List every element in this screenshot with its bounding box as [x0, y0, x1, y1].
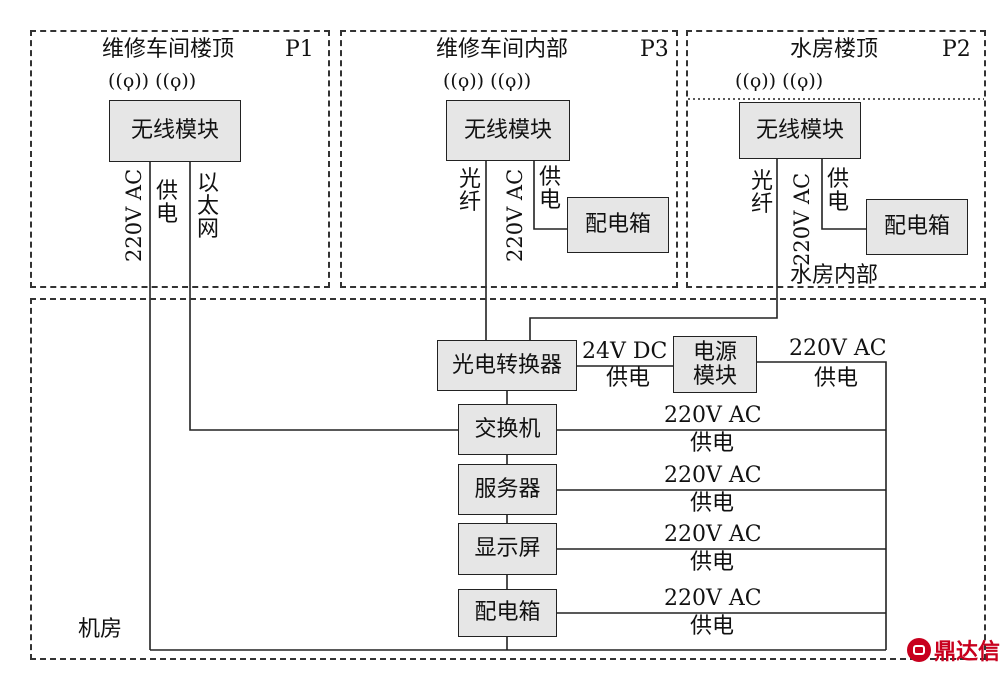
p2-sublabel: 水房内部	[790, 263, 879, 288]
p3-title: 维修车间内部	[436, 37, 569, 62]
p3-ac-label: 220V AC	[503, 168, 527, 262]
module-power-label: 供电	[814, 366, 859, 391]
p1-title: 维修车间楼顶	[102, 37, 235, 62]
machine-room-title: 机房	[78, 617, 123, 642]
p1-antenna-icon: ((ϙ)) ((ϙ))	[108, 70, 197, 92]
p1-ac-label: 220V AC	[122, 168, 146, 262]
power-module-line2: 模块	[692, 363, 737, 389]
box-power-label: 供电	[690, 614, 735, 639]
ac-right-bus	[757, 361, 887, 650]
p1-wireless-module: 无线模块	[109, 100, 241, 162]
p2-wireless-module: 无线模块	[739, 102, 861, 159]
watermark-logo: 鼎达信	[906, 634, 1000, 666]
p1-ethernet-label: 以太网	[196, 171, 219, 242]
server-ac-label: 220V AC	[664, 463, 762, 488]
box-ac-label: 220V AC	[664, 586, 762, 611]
p3-tag: P3	[640, 37, 669, 62]
machine-room-distribution-box: 配电箱	[458, 589, 557, 637]
p2-title: 水房楼顶	[790, 37, 879, 62]
p2-fiber-label: 光纤	[750, 169, 773, 217]
p1-tag: P1	[285, 37, 314, 62]
watermark-text: 鼎达信	[933, 640, 1000, 665]
switch-ac-label: 220V AC	[664, 403, 762, 428]
optoelectronic-converter: 光电转换器	[437, 340, 577, 391]
dc-voltage-label: 24V DC	[582, 339, 668, 364]
p3-distribution-box: 配电箱	[567, 197, 669, 253]
p2-power-line	[821, 159, 866, 230]
switch: 交换机	[458, 404, 557, 455]
p3-fiber-label: 光纤	[458, 167, 481, 215]
zone-p3	[340, 30, 678, 288]
display-screen: 显示屏	[458, 523, 557, 575]
p3-antenna-icon: ((ϙ)) ((ϙ))	[443, 70, 532, 92]
p1-ethernet-line	[189, 162, 458, 431]
p3-power-label: 供电	[538, 165, 561, 213]
p2-distribution-box: 配电箱	[866, 199, 968, 255]
p2-tag: P2	[942, 37, 971, 62]
zone-machine-room	[30, 298, 986, 660]
power-module: 电源 模块	[673, 336, 757, 393]
power-module-line1: 电源	[692, 339, 737, 365]
module-ac-label: 220V AC	[789, 336, 887, 361]
p2-ac-label: 220V AC	[790, 172, 814, 266]
server-power-label: 供电	[690, 491, 735, 516]
p2-antenna-icon: ((ϙ)) ((ϙ))	[735, 70, 824, 92]
p2-fiber-line	[529, 159, 778, 340]
display-ac-label: 220V AC	[664, 522, 762, 547]
server: 服务器	[458, 464, 557, 515]
p3-wireless-module: 无线模块	[446, 100, 570, 161]
dc-power-label: 供电	[606, 366, 651, 391]
p3-power-line	[533, 161, 567, 230]
zone-p1	[30, 30, 330, 288]
p2-power-label: 供电	[826, 167, 849, 215]
watermark-logo-icon	[906, 638, 931, 662]
p1-power-label: 供电	[155, 179, 178, 227]
zone-p2	[686, 30, 986, 288]
switch-power-label: 供电	[690, 431, 735, 456]
display-power-label: 供电	[690, 550, 735, 575]
